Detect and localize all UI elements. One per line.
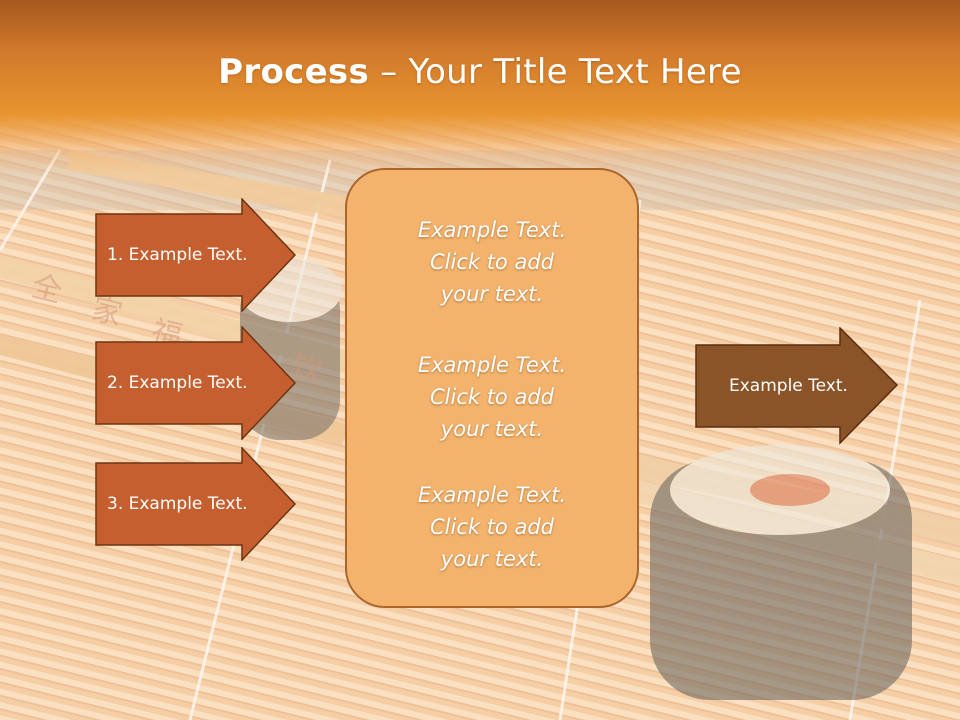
center-block-2-line-3: your text. <box>440 417 544 441</box>
center-block-3-line-1: Example Text. <box>417 483 567 507</box>
left-arrow-3-label: 3. Example Text. <box>107 494 248 514</box>
center-block-2-line-2: Click to add <box>429 385 554 409</box>
left-arrow-1-label: 1. Example Text. <box>107 245 248 265</box>
left-arrow-1[interactable]: 1. Example Text. <box>95 198 297 312</box>
center-block-2-line-1: Example Text. <box>417 353 567 377</box>
left-arrow-2[interactable]: 2. Example Text. <box>95 326 297 440</box>
right-arrow-label: Example Text. <box>729 376 848 396</box>
slide-title[interactable]: Process – Your Title Text Here <box>0 52 960 92</box>
center-block-3-line-3: your text. <box>440 547 544 571</box>
center-block-3-line-2: Click to add <box>429 515 554 539</box>
title-bar <box>0 0 960 175</box>
center-block-1-line-1: Example Text. <box>417 218 567 242</box>
left-arrow-2-label: 2. Example Text. <box>107 373 248 393</box>
left-arrow-3[interactable]: 3. Example Text. <box>95 447 297 561</box>
center-block-1: Example Text. Click to add your text. <box>347 214 637 310</box>
center-block-3: Example Text. Click to add your text. <box>347 479 637 575</box>
center-text-box[interactable]: Example Text. Click to add your text. Ex… <box>345 168 639 608</box>
center-block-1-line-2: Click to add <box>429 250 554 274</box>
right-arrow[interactable]: Example Text. <box>695 327 899 445</box>
center-block-2: Example Text. Click to add your text. <box>347 349 637 445</box>
title-bold: Process <box>218 52 370 92</box>
center-block-1-line-3: your text. <box>440 282 544 306</box>
title-rest: – Your Title Text Here <box>369 52 742 92</box>
